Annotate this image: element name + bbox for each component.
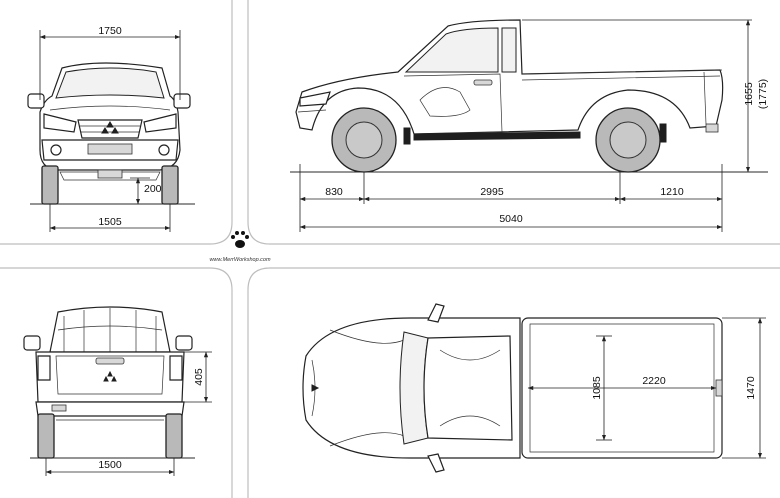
front-view	[27, 62, 195, 205]
watermark-text: www.MerrWorkshop.com	[209, 257, 271, 263]
bed-height-label: 405	[193, 368, 205, 386]
bed-length-label: 2220	[642, 375, 666, 387]
front-track-label: 1505	[98, 216, 122, 228]
front-overall-width-label: 1750	[98, 25, 122, 37]
bed-width-label: 1470	[745, 376, 757, 400]
rear-track-label: 1500	[98, 459, 122, 471]
side-height-label: 1655	[743, 82, 755, 106]
rear-view	[23, 306, 195, 459]
rear-dimensions: 405 1500	[45, 351, 212, 476]
ground-clearance-label: 200	[144, 183, 162, 195]
wheelbase-label: 2995	[480, 186, 504, 198]
front-overhang-label: 830	[325, 186, 343, 198]
side-dimensions: 1655 (1775) 830 2995 1210 5040	[299, 19, 769, 232]
front-dimensions: 1750 200 1505	[39, 25, 181, 232]
side-height-alt-label: (1775)	[757, 79, 769, 109]
side-view	[290, 19, 768, 173]
watermark: www.MerrWorkshop.com	[209, 231, 271, 263]
rear-overhang-label: 1210	[660, 186, 684, 198]
top-dimensions: 1085 2220 1470	[527, 317, 766, 459]
paw-print-icon	[231, 231, 249, 248]
overall-length-label: 5040	[499, 213, 523, 225]
